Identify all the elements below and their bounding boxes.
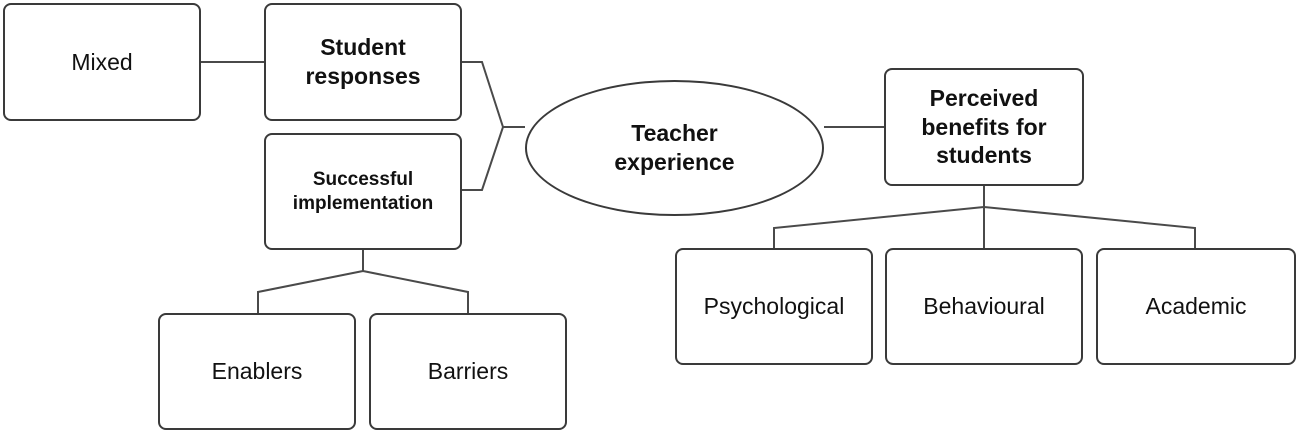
node-psychological: Psychological (675, 248, 873, 365)
node-mixed: Mixed (3, 3, 201, 121)
node-successful-implementation-label: Successful implementation (292, 168, 434, 214)
node-enablers-label: Enablers (211, 358, 303, 385)
node-student-responses-label: Student responses (305, 34, 421, 89)
node-barriers: Barriers (369, 313, 567, 430)
node-successful-implementation: Successful implementation (264, 133, 462, 250)
node-perceived-benefits-label: Perceived benefits for students (921, 84, 1047, 169)
connector-benefits-children (773, 186, 1196, 248)
node-mixed-label: Mixed (71, 48, 133, 75)
node-enablers: Enablers (158, 313, 356, 430)
node-perceived-benefits: Perceived benefits for students (884, 68, 1084, 186)
connector-left-bracket (462, 61, 525, 191)
node-academic: Academic (1096, 248, 1296, 365)
node-behavioural: Behavioural (885, 248, 1083, 365)
node-student-responses: Student responses (264, 3, 462, 121)
node-barriers-label: Barriers (427, 358, 509, 385)
node-teacher-experience-label: Teacher experience (614, 120, 735, 175)
connector-implementation-children (257, 250, 469, 313)
node-academic-label: Academic (1145, 293, 1247, 320)
node-behavioural-label: Behavioural (923, 293, 1045, 320)
node-teacher-experience: Teacher experience (525, 80, 824, 216)
node-psychological-label: Psychological (703, 293, 845, 320)
